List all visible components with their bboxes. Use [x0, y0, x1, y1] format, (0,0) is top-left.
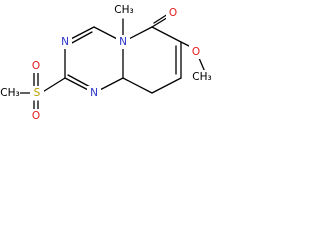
bond-c7-c6 [151, 26, 182, 43]
structure-diagram: N CH₃ O O CH₃ N N S O O CH₃ [0, 3, 213, 123]
carbonyl-oxygen-label: O [169, 7, 177, 19]
bond-ome-ch3 [198, 57, 206, 73]
bonds [18, 13, 206, 113]
sulfur-label: S [34, 87, 41, 99]
methoxy-methyl-label: CH₃ [192, 71, 211, 83]
n1-label: N [90, 87, 98, 99]
bond-c7-o-inner [153, 13, 169, 24]
sulfonyl-oxygen-top-label: O [32, 60, 40, 72]
s-methyl-label: CH₃ [0, 87, 19, 99]
bond-n1-c2-inner [67, 74, 93, 89]
sulfonyl-oxygen-bottom-label: O [32, 110, 40, 122]
bond-c4a-c8a [122, 77, 153, 94]
bond-c5-c4a [151, 77, 182, 94]
n8-label: N [119, 36, 127, 48]
n-methyl-label: CH₃ [114, 4, 133, 16]
bond-c2-s [40, 77, 66, 94]
atom-labels: N CH₃ O O CH₃ N N S O O CH₃ [0, 3, 213, 123]
methoxy-oxygen-label: O [192, 46, 200, 58]
n3-label: N [61, 36, 69, 48]
bond-n3-c4-inner [69, 31, 93, 45]
